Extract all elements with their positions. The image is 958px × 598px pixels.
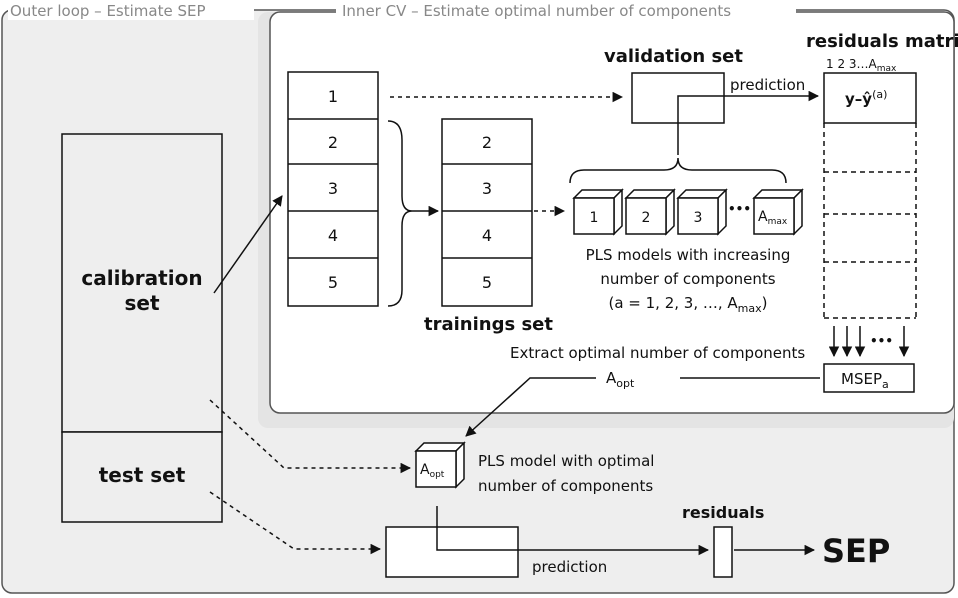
calibration-set-box xyxy=(61,133,223,433)
prediction-arrow xyxy=(677,90,820,155)
svg-text:PLS models with increasing: PLS models with increasing xyxy=(586,246,791,264)
outer-loop-title: Outer loop – Estimate SEP xyxy=(10,2,206,20)
fold-column: 1 2 3 4 5 xyxy=(287,71,379,307)
aopt-to-final-model-arrow xyxy=(465,377,596,437)
final-model-cube: Aopt xyxy=(414,441,466,489)
extract-label: Extract optimal number of components xyxy=(510,344,805,362)
aopt-label: Aopt xyxy=(606,369,635,390)
svg-text:number of components: number of components xyxy=(600,270,775,288)
fold-4: 4 xyxy=(328,226,338,245)
residuals-matrix-title: residuals matrix xyxy=(806,31,958,52)
validation-set-label: validation set xyxy=(604,46,743,67)
residuals-matrix-columns: 1 2 3…Amax xyxy=(826,57,897,74)
training-fold-4: 4 xyxy=(482,226,492,245)
svg-text:3: 3 xyxy=(694,210,703,226)
calibration-set-label-2: set xyxy=(124,291,159,315)
fold-1: 1 xyxy=(328,87,338,106)
model-cube-3: 3 xyxy=(676,188,728,236)
svg-text:2: 2 xyxy=(642,210,651,226)
trainings-set-label: trainings set xyxy=(424,314,553,335)
model-cube-2: 2 xyxy=(624,188,676,236)
validation-set: validation set xyxy=(604,46,743,124)
inner-cv-title: Inner CV – Estimate optimal number of co… xyxy=(342,2,731,20)
msep-box: MSEPa xyxy=(823,363,915,393)
residuals-label: residuals xyxy=(682,503,764,522)
final-model-caption-2: number of components xyxy=(478,477,653,495)
pls-models: 1 2 3 ••• Amax xyxy=(572,188,804,236)
training-fold-2: 2 xyxy=(482,133,492,152)
prediction-label: prediction xyxy=(730,76,805,94)
residual-down-arrows: ••• xyxy=(828,326,910,358)
fold-2: 2 xyxy=(328,133,338,152)
fold-3: 3 xyxy=(328,179,338,198)
calibration-to-folds-arrow xyxy=(213,195,283,294)
models-caption: PLS models with increasing number of com… xyxy=(586,246,791,315)
models-ellipsis: ••• xyxy=(728,202,751,216)
model-cube-amax: Amax xyxy=(752,188,804,236)
final-prediction-arrow xyxy=(436,506,710,556)
svg-text:•••: ••• xyxy=(870,334,893,348)
fold-5: 5 xyxy=(328,273,338,292)
calibration-set-label-1: calibration xyxy=(81,266,202,290)
residuals-matrix: residuals matrix 1 2 3…Amax y–ŷ(a) xyxy=(806,31,958,319)
models-brace xyxy=(569,157,787,184)
dataset-column: calibration set test set xyxy=(61,133,223,523)
model-cube-1: 1 xyxy=(572,188,624,236)
calibration-to-final-model-arrow xyxy=(209,399,412,474)
test-set-label: test set xyxy=(99,463,186,487)
residuals-first-cell: y–ŷ(a) xyxy=(845,88,887,108)
prediction-bottom-label: prediction xyxy=(532,558,607,576)
training-column: 2 3 4 5 trainings set xyxy=(424,118,553,335)
test-set-box xyxy=(61,431,223,523)
test-prediction-box xyxy=(385,526,519,578)
svg-text:1: 1 xyxy=(590,210,599,226)
residuals-box xyxy=(713,526,733,578)
svg-text:Aopt: Aopt xyxy=(420,462,445,480)
svg-text:MSEPa: MSEPa xyxy=(841,370,889,391)
svg-text:(a = 1, 2, 3, …, Amax): (a = 1, 2, 3, …, Amax) xyxy=(608,294,767,315)
svg-text:Amax: Amax xyxy=(758,209,788,227)
test-to-prediction-arrow xyxy=(209,491,382,555)
training-fold-3: 3 xyxy=(482,179,492,198)
training-fold-5: 5 xyxy=(482,273,492,292)
final-model-caption-1: PLS model with optimal xyxy=(478,452,654,470)
sep-label: SEP xyxy=(822,532,890,570)
